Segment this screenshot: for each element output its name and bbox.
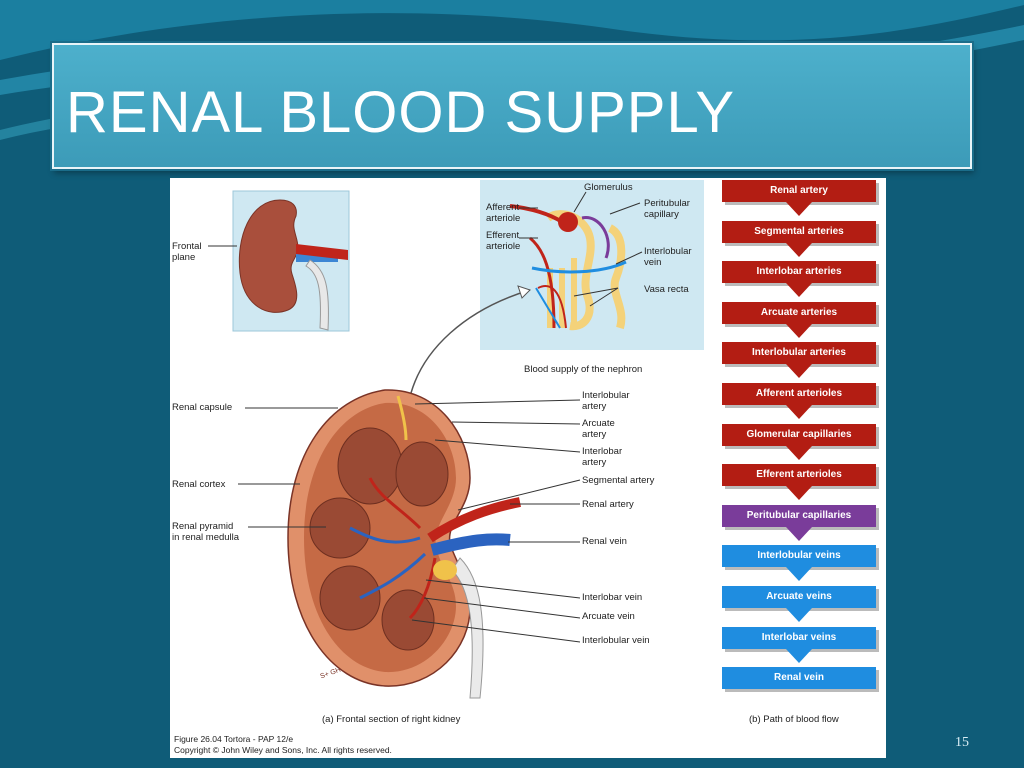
interlobular-vein-label: Interlobular vein <box>582 635 650 646</box>
flow-arrow <box>786 202 812 216</box>
flow-step-label: Afferent arterioles <box>755 387 843 399</box>
kidney-section-caption: (a) Frontal section of right kidney <box>322 714 461 725</box>
inset-kidney <box>208 190 350 332</box>
flow-step: Interlobular veins <box>722 545 876 582</box>
nephron-caption: Blood supply of the nephron <box>524 364 643 375</box>
title-bar: RENAL BLOOD SUPPLY <box>52 43 972 169</box>
flow-arrow <box>786 364 812 379</box>
peritubular-capillary-label: Peritubular capillary <box>644 198 690 220</box>
flow-step: Interlobar arteries <box>722 261 876 298</box>
flow-step-label: Arcuate arteries <box>760 306 838 318</box>
flow-step-label: Interlobular arteries <box>752 347 846 359</box>
flow-step: Segmental arteries <box>722 220 876 257</box>
renal-vein-label: Renal vein <box>582 536 627 547</box>
flow-step: Renal vein <box>722 667 876 690</box>
flow-step: Glomerular capillaries <box>722 423 876 460</box>
nephron-inset <box>480 180 704 350</box>
flow-step-label: Segmental arteries <box>754 225 844 237</box>
flow-arrow <box>786 607 812 622</box>
flow-step: Arcuate arteries <box>722 301 876 338</box>
figure-credit: Figure 26.04 Tortora - PAP 12/e <box>174 734 294 744</box>
flow-step-label: Peritubular capillaries <box>746 509 852 521</box>
flow-step-label: Interlobular veins <box>757 550 841 562</box>
leader-lines <box>238 399 581 643</box>
slide-number: 15 <box>955 735 969 750</box>
interlobular-vein-nephron-label: Interlobular vein <box>644 246 692 268</box>
flow-arrow <box>786 486 812 501</box>
flow-arrow <box>786 526 812 541</box>
flow-step-label: Glomerular capillaries <box>746 428 852 440</box>
copyright-notice: Copyright © John Wiley and Sons, Inc. Al… <box>174 745 392 755</box>
efferent-arteriole-label: Efferent arteriole <box>486 230 521 252</box>
renal-cortex-label: Renal cortex <box>172 479 226 490</box>
renal-pyramid-label: Renal pyramid in renal medulla <box>172 521 240 543</box>
interlobar-vein-label: Interlobar vein <box>582 592 643 603</box>
flow-step-label: Renal artery <box>770 185 828 196</box>
flow-arrow <box>786 242 812 257</box>
blood-flow-caption: (b) Path of blood flow <box>749 714 839 725</box>
interlobar-artery-label: Interlobar artery <box>582 446 623 468</box>
interlobular-artery-label: Interlobular artery <box>582 390 630 412</box>
flow-step: Peritubular capillaries <box>722 504 876 541</box>
flow-arrow <box>786 445 812 460</box>
segmental-artery-label: Segmental artery <box>582 475 655 486</box>
flow-step: Afferent arterioles <box>722 382 876 419</box>
renal-artery-label: Renal artery <box>582 499 634 510</box>
flow-step: Arcuate veins <box>722 585 876 622</box>
vasa-recta-label: Vasa recta <box>644 284 689 295</box>
flow-arrow <box>786 648 812 663</box>
frontal-plane-label: Frontal plane <box>172 241 202 263</box>
flow-step-label: Renal vein <box>773 672 825 684</box>
figure-panel: Frontal plane Glomerulus Afferent arteri… <box>170 178 886 758</box>
afferent-arteriole-label: Afferent arteriole <box>486 202 521 224</box>
anatomy-illustration <box>208 180 704 699</box>
arcuate-artery-label: Arcuate artery <box>582 418 615 440</box>
flow-step: Interlobular arteries <box>722 342 876 379</box>
flow-step-label: Interlobar arteries <box>756 266 842 278</box>
kidney-frontal-section <box>287 389 521 699</box>
slide-title: RENAL BLOOD SUPPLY <box>66 80 736 145</box>
flow-step-label: Interlobar veins <box>761 631 837 643</box>
arcuate-vein-label: Arcuate vein <box>582 611 635 622</box>
flow-step: Renal artery <box>722 180 876 216</box>
flow-arrow <box>786 283 812 298</box>
flow-arrow <box>786 323 812 338</box>
flow-arrow <box>786 404 812 419</box>
glomerulus-label: Glomerulus <box>584 182 633 193</box>
flow-step-label: Efferent arterioles <box>756 469 842 481</box>
flow-step-label: Arcuate veins <box>766 590 832 602</box>
renal-capsule-label: Renal capsule <box>172 402 233 413</box>
flow-step: Efferent arterioles <box>722 464 876 501</box>
flow-step: Interlobar veins <box>722 626 876 663</box>
flow-arrow <box>786 567 812 582</box>
